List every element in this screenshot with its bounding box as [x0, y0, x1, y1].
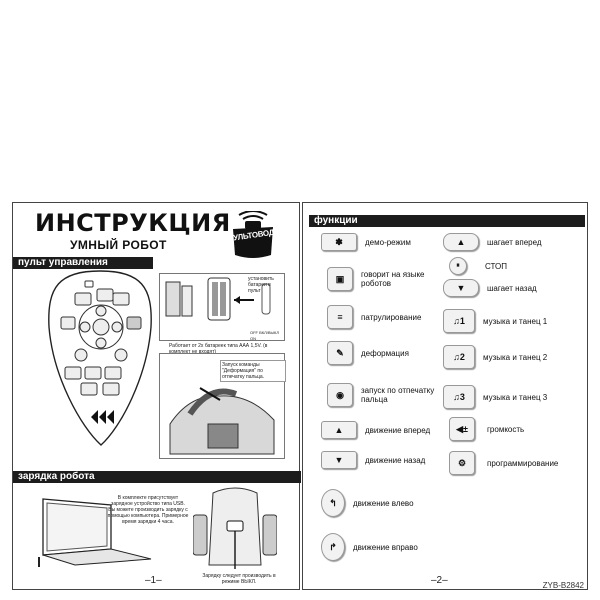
function-move-right: ↱ движение вправо: [321, 533, 418, 561]
patrol-key-icon: ≡: [327, 305, 353, 329]
instruction-page-1: ИНСТРУКЦИЯ УМНЫЙ РОБОТ ПУЛЬТОВОД пульт у…: [12, 202, 301, 590]
function-label: запуск по отпечатку пальца: [361, 386, 435, 404]
left-key-icon: ↰: [321, 489, 345, 517]
function-fingerprint: ◉ запуск по отпечатку пальца: [327, 383, 439, 407]
page-number-2: –2–: [431, 575, 448, 586]
charge-off-note: Зарядку следует производить в режиме ВЫК…: [202, 573, 276, 585]
page-subtitle: УМНЫЙ РОБОТ: [70, 238, 167, 252]
section-header-remote: пульт управления: [13, 257, 153, 269]
battery-note: Работает от 2х батареек типа ААА 1,5V. (…: [169, 343, 268, 355]
back-key-icon: ▼: [321, 451, 357, 469]
section-header-functions: функции: [309, 215, 585, 227]
function-label: демо-режим: [365, 237, 411, 247]
function-volume: ◀± громкость: [449, 417, 524, 441]
forward-key-icon: ▲: [321, 421, 357, 439]
stop-key-icon: ⏸: [449, 257, 467, 275]
volume-key-icon: ◀±: [449, 417, 475, 441]
speech-key-icon: ▣: [327, 267, 353, 291]
laptop-icon: [38, 498, 152, 567]
instruction-page-2: функции ✽ демо-режим ▣ говорит на языке …: [302, 202, 588, 590]
function-music-dance-3: ♫3 музыка и танец 3: [443, 385, 547, 409]
function-label: шагает вперед: [487, 237, 542, 247]
function-label: движение вправо: [353, 542, 418, 552]
function-move-left: ↰ движение влево: [321, 489, 414, 517]
brand-logo-icon: [233, 211, 273, 258]
function-label: музыка и танец 1: [483, 316, 548, 326]
remote-control-illustration: [48, 270, 152, 446]
function-deformation: ✎ деформация: [327, 341, 409, 365]
page-number-1: –1–: [145, 575, 162, 586]
page-title: ИНСТРУКЦИЯ: [35, 209, 231, 237]
function-demo-mode: ✽ демо-режим: [321, 233, 411, 251]
function-label: громкость: [487, 424, 525, 434]
function-programming: ⚙ программирование: [449, 451, 558, 475]
model-code: ZYB-B2842: [542, 581, 584, 590]
music-2-key-icon: ♫2: [443, 345, 475, 369]
function-move-back: ▼ движение назад: [321, 451, 425, 469]
fingerprint-illustration: Запуск команды "Деформация" по отпечатку…: [159, 353, 286, 459]
step-back-key-icon: ▼: [443, 279, 479, 297]
power-switch-label: OFF ВКЛ/ВЫКЛ ON: [250, 330, 280, 341]
function-step-back: ▼ шагает назад: [443, 279, 537, 297]
function-label: музыка и танец 3: [483, 392, 548, 402]
fingerprint-key-icon: ◉: [327, 383, 353, 407]
function-label: программирование: [487, 458, 559, 468]
music-1-key-icon: ♫1: [443, 309, 475, 333]
function-label: деформация: [361, 348, 409, 358]
function-patrol: ≡ патрулирование: [327, 305, 421, 329]
right-key-icon: ↱: [321, 533, 345, 561]
function-music-dance-2: ♫2 музыка и танец 2: [443, 345, 547, 369]
demo-mode-key-icon: ✽: [321, 233, 357, 251]
battery-install-label: установить батареи в пульт: [248, 276, 274, 294]
charge-note: В комплекте присутствует зарядное устрой…: [107, 495, 189, 525]
function-stop: ⏸ СТОП: [449, 257, 507, 275]
battery-compartment-icon: [165, 277, 271, 321]
step-forward-key-icon: ▲: [443, 233, 479, 251]
battery-illustration: установить батареи в пульт OFF ВКЛ/ВЫКЛ …: [159, 273, 285, 341]
music-3-key-icon: ♫3: [443, 385, 475, 409]
function-label: музыка и танец 2: [483, 352, 548, 362]
function-label: патрулирование: [361, 312, 422, 322]
function-label: говорит на языке роботов: [361, 270, 425, 288]
gear-key-icon: ⚙: [449, 451, 475, 475]
fingerprint-note: Запуск команды "Деформация" по отпечатку…: [220, 360, 286, 382]
function-robot-speech: ▣ говорит на языке роботов: [327, 267, 431, 291]
function-label: СТОП: [485, 261, 508, 271]
deformation-key-icon: ✎: [327, 341, 353, 365]
section-header-charging: зарядка робота: [13, 471, 301, 483]
robot-hand-icon: [169, 387, 275, 455]
function-move-forward: ▲ движение вперед: [321, 421, 430, 439]
function-label: движение назад: [365, 455, 426, 465]
function-step-forward: ▲ шагает вперед: [443, 233, 542, 251]
function-label: шагает назад: [487, 283, 537, 293]
robot-back-usb-icon: [193, 487, 277, 569]
function-music-dance-1: ♫1 музыка и танец 1: [443, 309, 547, 333]
function-label: движение влево: [353, 498, 414, 508]
function-label: движение вперед: [365, 425, 431, 435]
